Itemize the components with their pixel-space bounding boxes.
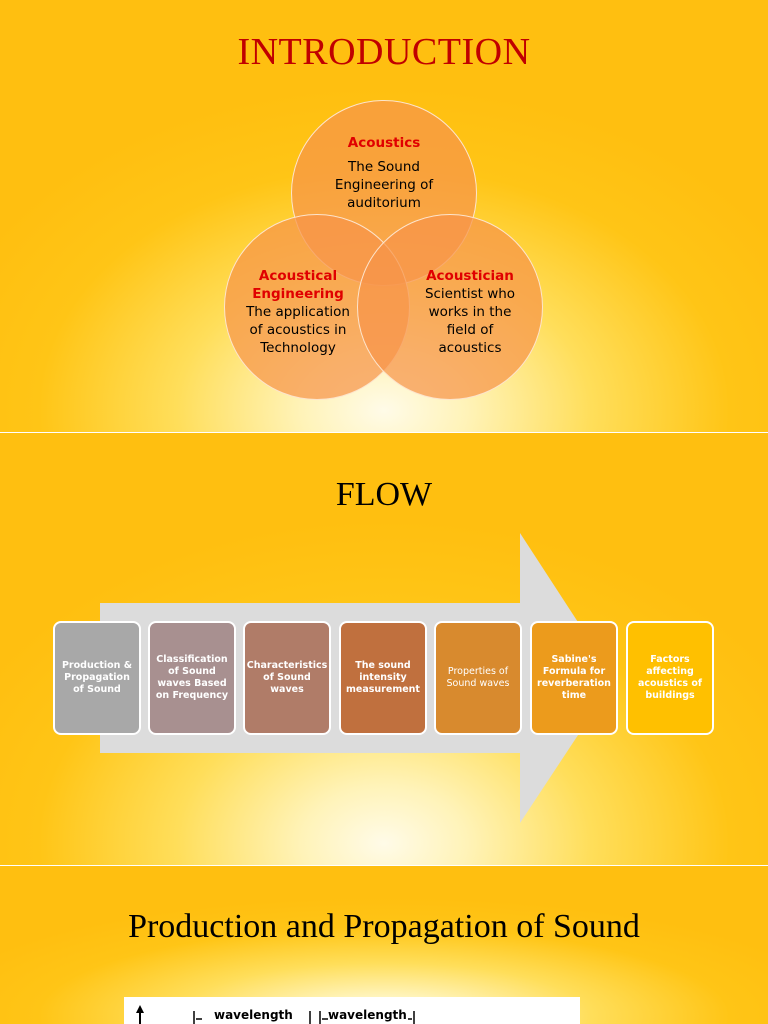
slide-flow: FLOW Production & Propagation of Sound C… [0,433,768,865]
flow-step-4: The sound intensity measurement [339,621,427,735]
venn-line: works in the [428,304,512,320]
slide-title: FLOW [335,476,433,513]
venn-heading: Engineering [252,286,344,302]
venn-line: of acoustics in [249,322,347,338]
venn-text-acoustics: Acoustics The Sound Engineering of audit… [309,134,459,212]
wavelength-label: wavelength [328,1008,407,1022]
venn-line: auditorium [347,195,421,211]
venn-line: Engineering of [334,177,434,193]
venn-line: Technology [260,340,336,356]
flow-step-6: Sabine's Formula for reverberation time [530,621,618,735]
venn-line: Scientist who [424,286,516,302]
venn-circle-acoustician [357,214,543,400]
slide-production-propagation: Production and Propagation of Sound wave… [0,866,768,1024]
wavelength-figure: wavelength wavelength [124,997,580,1024]
slide-title: INTRODUCTION [237,31,531,73]
wave-diagram [136,1005,415,1024]
flow-step-1: Production & Propagation of Sound [53,621,141,735]
venn-line: field of [446,322,494,338]
flow-step-2: Classification of Sound waves Based on F… [148,621,236,735]
wavelength-label: wavelength [214,1008,293,1022]
flow-step-3: Characteristics of Sound waves [243,621,331,735]
venn-text-acoustical-engineering: Acoustical Engineering The application o… [229,267,367,357]
venn-heading: Acoustics [347,135,421,151]
venn-line: The Sound [348,159,420,175]
venn-heading: Acoustical [258,268,338,284]
slide-title: Production and Propagation of Sound [128,908,640,945]
venn-line: The application [246,304,350,320]
flow-step-5: Properties of Sound waves [434,621,522,735]
venn-line: acoustics [438,340,502,356]
venn-heading: Acoustician [426,268,514,284]
flow-step-7: Factors affecting acoustics of buildings [626,621,714,735]
venn-text-acoustician: Acoustician Scientist who works in the f… [404,267,536,357]
slide-introduction: INTRODUCTION Acoustics The Sound Enginee… [0,0,768,432]
